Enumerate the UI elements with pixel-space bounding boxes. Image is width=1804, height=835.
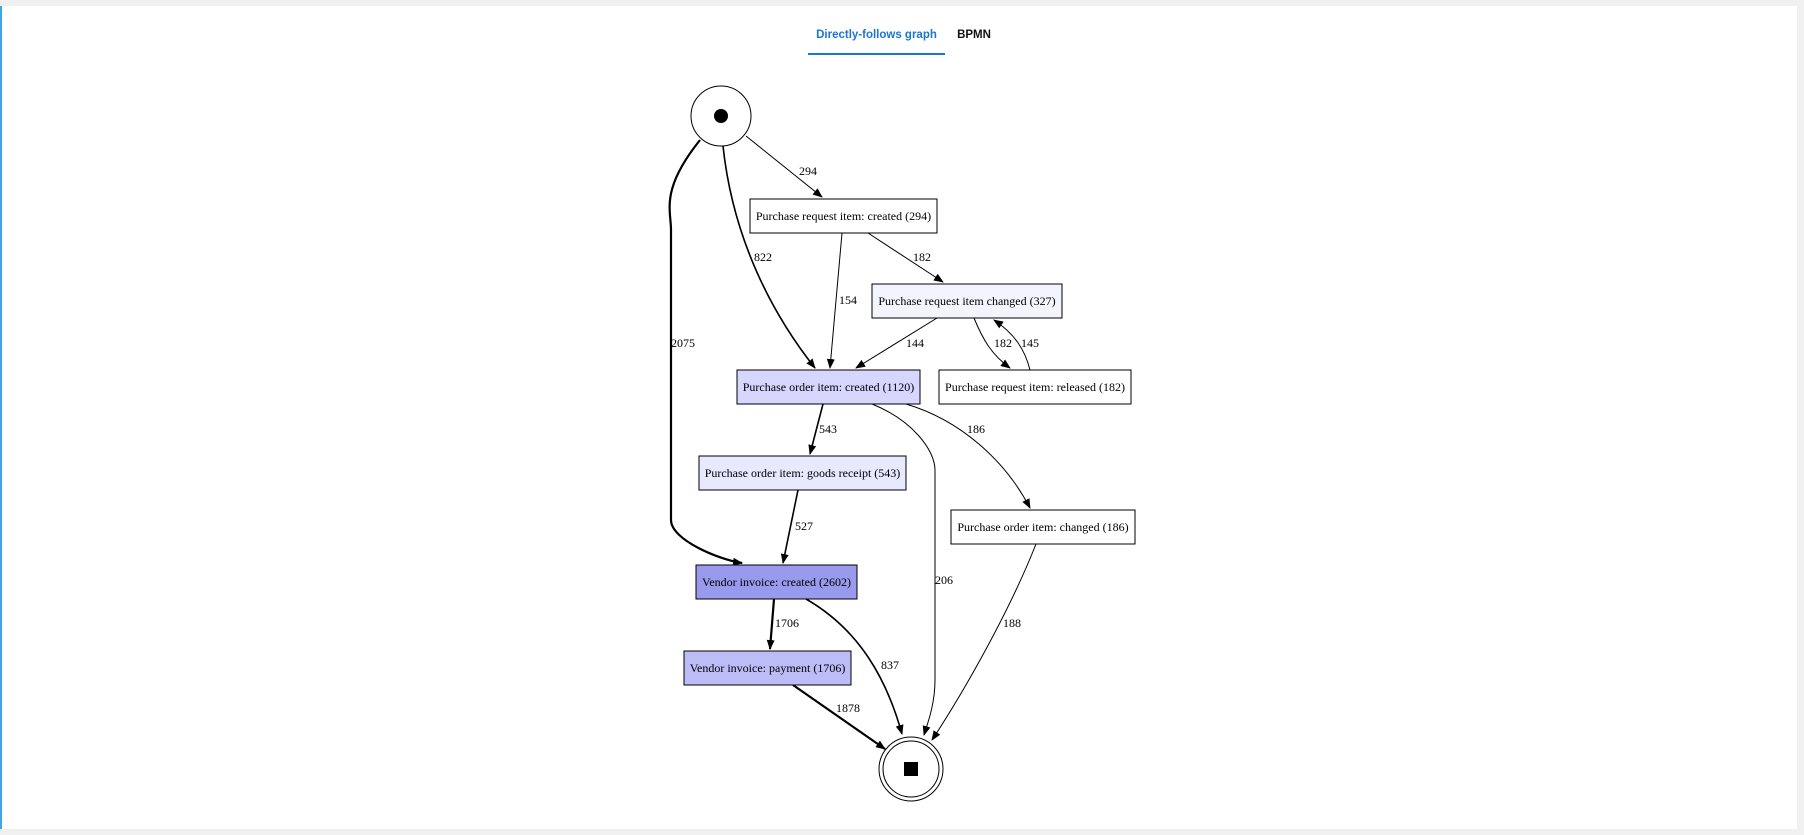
edge-vi-created-to-end[interactable] [805, 598, 904, 735]
edge-label: 206 [935, 573, 953, 587]
activity-label: Purchase order item: changed (186) [957, 520, 1128, 534]
edge-label: 188 [1003, 616, 1021, 630]
tab-directly-follows-graph[interactable]: Directly-follows graph [808, 25, 945, 55]
edge-label: 822 [754, 250, 772, 264]
edge-start-to-pri-created[interactable] [745, 135, 823, 198]
edge-label: 543 [819, 422, 837, 436]
edge-pri-changed-to-poi-created[interactable] [855, 317, 938, 369]
activity-node-pri-released[interactable]: Purchase request item: released (182) [938, 369, 1132, 405]
edge-poi-created-to-poi-changed[interactable] [905, 403, 1031, 509]
edge-pri-created-to-poi-created[interactable] [826, 232, 843, 369]
edge-label: 527 [795, 519, 813, 533]
activity-label: Vendor invoice: created (2602) [702, 575, 851, 589]
end-event-node[interactable] [878, 736, 944, 802]
start-dot-icon [714, 109, 728, 123]
activity-label: Purchase request item: released (182) [945, 380, 1125, 394]
activity-node-poi-changed[interactable]: Purchase order item: changed (186) [950, 509, 1136, 545]
edge-vi-created-to-vi-payment[interactable] [766, 598, 776, 650]
edge-pri-created-to-pri-changed[interactable] [867, 232, 944, 283]
edge-label: 145 [1021, 336, 1039, 350]
activity-node-pri-created[interactable]: Purchase request item: created (294) [749, 198, 938, 234]
edge-start-to-poi-created[interactable] [722, 145, 816, 369]
edge-start-to-vi-created[interactable] [668, 139, 743, 566]
activity-label: Vendor invoice: payment (1706) [690, 661, 846, 675]
edge-pri-released-to-pri-changed[interactable] [993, 319, 1031, 371]
edge-poi-changed-to-end[interactable] [931, 543, 1037, 741]
edge-pri-changed-to-pri-released[interactable] [973, 317, 1011, 369]
edge-label: 837 [881, 658, 899, 672]
activity-node-vi-created[interactable]: Vendor invoice: created (2602) [695, 564, 858, 600]
activity-label: Purchase order item: goods receipt (543) [705, 466, 901, 480]
view-tabs: Directly-follows graph BPMN [2, 6, 1797, 58]
edge-poi-created-to-end[interactable] [871, 403, 936, 736]
activity-label: Purchase request item changed (327) [878, 294, 1055, 308]
activity-node-vi-payment[interactable]: Vendor invoice: payment (1706) [683, 650, 852, 686]
tab-bpmn[interactable]: BPMN [957, 29, 991, 41]
edge-label: 2075 [671, 336, 695, 350]
edge-vi-payment-to-end[interactable] [792, 684, 886, 750]
edge-label: 294 [799, 164, 817, 178]
activity-node-poi-goods[interactable]: Purchase order item: goods receipt (543) [698, 455, 907, 491]
activity-label: Purchase request item: created (294) [756, 209, 931, 223]
edge-label: 154 [839, 293, 857, 307]
edge-poi-created-to-poi-goods[interactable] [808, 403, 824, 455]
end-square-icon [904, 762, 918, 776]
start-event-node[interactable] [690, 85, 752, 147]
edge-label: 1878 [836, 701, 860, 715]
edge-label: 144 [906, 336, 924, 350]
edge-label: 182 [913, 250, 931, 264]
edge-label: 186 [967, 422, 985, 436]
edge-label: 1706 [775, 616, 799, 630]
edge-label: 182 [994, 336, 1012, 350]
activity-node-pri-changed[interactable]: Purchase request item changed (327) [871, 283, 1063, 319]
activity-node-poi-created[interactable]: Purchase order item: created (1120) [736, 369, 921, 405]
activity-label: Purchase order item: created (1120) [743, 380, 914, 394]
edge-poi-goods-to-vi-created[interactable] [780, 489, 799, 564]
